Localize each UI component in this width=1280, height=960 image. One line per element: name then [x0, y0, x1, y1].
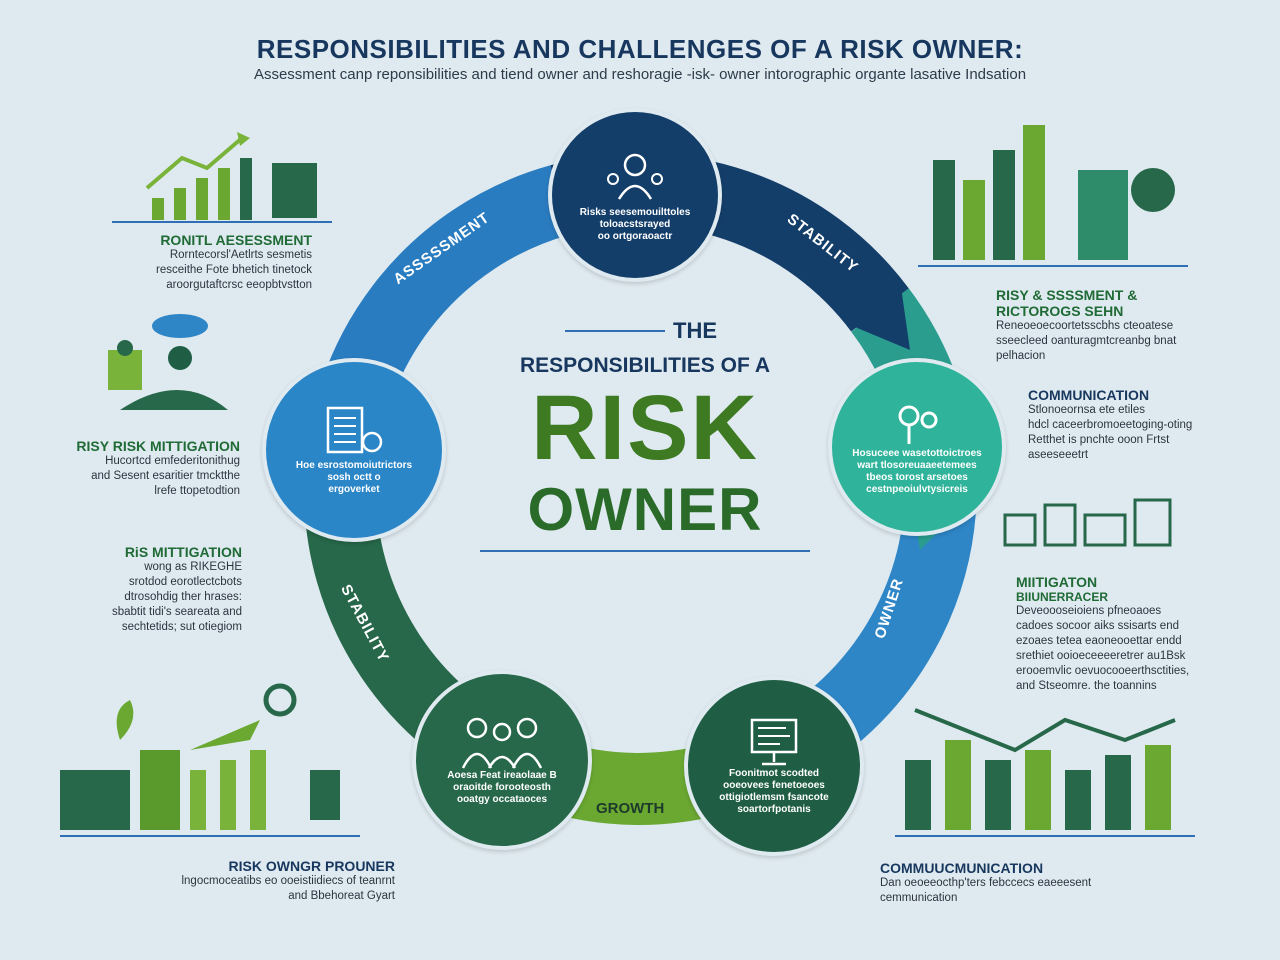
right-section-1-line-1: Reneoeoecoortetsscbhs cteoatese — [996, 320, 1174, 332]
left-section-1-line-3: aroorgutaftcrsc eeopbtvstton — [166, 279, 312, 291]
node-bottom-right-line-1: Foonitmot scodted — [729, 768, 819, 779]
right-section-1-title-2: RICTOROGS SEHN — [996, 303, 1124, 319]
people-icon — [607, 153, 663, 200]
node-right-line-2: wart tlosoreuaaeetemees — [857, 460, 977, 471]
node-left-line-1: Hoe esrostomoiutrictors — [295, 460, 413, 471]
node-top-line-3: oo ortgoraoactr — [597, 231, 673, 242]
right-section-3-line-4: srethiet ooioeceeeeretrer au1Bsk — [1016, 650, 1186, 662]
left-section-2-body: Hucortcd emfederitonithug and Sesent esa… — [76, 454, 240, 499]
right-section-4-line-1: Dan oeoeeocthp'ters febccecs eaeeesent — [880, 877, 1092, 889]
left-section-4-line-2: and Bbehoreat Gyart — [288, 890, 395, 902]
left-section-4-title: RISK OWNGR PROUNER — [228, 858, 395, 874]
left-section-3-title: RiS MITTIGATION — [124, 544, 242, 560]
left-section-3-line-3: dtrosohdig ther hrases: — [124, 591, 242, 603]
right-section-3-line-5: erooemvlic oevuocooeerthsctities, — [1016, 665, 1190, 677]
node-top-line-1: Risks seesemouilttoles — [579, 207, 691, 218]
left-section-4-body: lngocmoceatibs eo ooeistiidiecs of teanr… — [181, 874, 395, 904]
node-bottom-right: Foonitmot scodted ooeovees fenetoeoes ot… — [684, 676, 864, 856]
left-section-3-line-1: wong as RIKEGHE — [144, 561, 242, 573]
monitor-icon — [750, 718, 798, 766]
right-section-3-body: Deveoooseioiens pfneoaoes cadoes socoor … — [1016, 604, 1189, 694]
right-section-1-title: RISY & SSSSMENT & — [996, 287, 1138, 303]
right-section-1-line-3: pelhacion — [996, 350, 1046, 362]
left-section-2-line-3: lrefe ttopetodtion — [154, 485, 240, 497]
node-bottom-right-line-4: soartorfpotanis — [737, 804, 811, 815]
node-bottom-left-line-3: ooatgy occataoces — [456, 794, 548, 805]
city-icon — [1003, 498, 1172, 547]
node-top: Risks seesemouilttoles toloacstsrayed oo… — [548, 108, 722, 282]
center-responsibilities: RESPONSIBILITIES OF A — [519, 354, 771, 377]
bar-chart-icon — [918, 125, 1188, 267]
right-section-4: COMMUUCMUNICATION Dan oeoeeocthp'ters fe… — [880, 860, 1091, 906]
right-section-3-title-2: BIIUNERRACER — [1016, 590, 1109, 604]
page-subtitle: Assessment canp reponsibilities and tien… — [253, 66, 1027, 83]
right-section-4-body: Dan oeoeeocthp'ters febccecs eaeeesent c… — [880, 876, 1091, 906]
node-right-line-4: cestnpeoiulvtysicreis — [866, 484, 968, 495]
left-section-3-line-4: sbabtit tidi's seareata and — [111, 606, 242, 618]
right-section-3-line-6: and Stseomre. the toannins — [1016, 680, 1157, 692]
left-section-3-line-5: sechtetids; sut otiegiom — [121, 621, 242, 633]
center-title-block: THE RESPONSIBILITIES OF A RISK OWNER — [480, 318, 810, 552]
plant-icon — [60, 683, 360, 837]
left-section-2: RISY RISK MITTIGATION Hucortcd emfederit… — [76, 438, 240, 499]
calculator-icon — [326, 406, 383, 454]
left-section-3-body: wong as RIKEGHE srotdod eorotlectcbots d… — [112, 560, 242, 635]
left-section-3: RiS MITTIGATION wong as RIKEGHE srotdod … — [112, 544, 242, 635]
right-section-2: COMMUNICATION Stlonoeornsa ete etiles hd… — [1028, 387, 1192, 463]
right-section-3: MIITIGATON BIIUNERRACER Deveoooseioiens … — [1016, 574, 1189, 694]
left-section-1-line-2: resceithe Fote bhetich tinetock — [156, 264, 312, 276]
node-right-line-3: tbeos torost arsetoes — [866, 472, 968, 483]
trend-chart-icon — [895, 708, 1195, 837]
gear-icon — [898, 405, 938, 444]
left-section-1: RONITL AESESSMENT Rorntecorsl'Aetlrts se… — [156, 232, 312, 293]
node-top-line-2: toloacstsrayed — [599, 219, 671, 230]
left-section-1-body: Rorntecorsl'Aetlrts sesmetis resceithe F… — [156, 248, 312, 293]
left-section-2-line-1: Hucortcd emfederitonithug — [105, 455, 240, 467]
right-section-3-line-2: cadoes socoor aiks ssisarts end — [1016, 620, 1179, 632]
growth-chart-icon — [112, 132, 332, 223]
node-bottom-right-line-3: ottigiotlemsm fsancote — [719, 792, 829, 803]
right-section-2-title: COMMUNICATION — [1028, 387, 1150, 403]
left-section-2-title: RISY RISK MITTIGATION — [76, 438, 240, 454]
right-section-3-title: MIITIGATON — [1016, 574, 1098, 590]
page-title: RESPONSIBILITIES AND CHALLENGES OF A RIS… — [256, 34, 1024, 64]
left-section-1-line-1: Rorntecorsl'Aetlrts sesmetis — [169, 249, 312, 261]
left-section-3-line-2: srotdod eorotlectcbots — [128, 576, 242, 588]
node-left-line-2: sosh octt o — [327, 472, 381, 483]
left-section-4: RISK OWNGR PROUNER lngocmoceatibs eo ooe… — [181, 858, 395, 904]
center-rule-left — [565, 330, 665, 332]
right-section-1: RISY & SSSSMENT & RICTOROGS SEHN Reneoeo… — [996, 287, 1176, 364]
ring-arrow-2 — [850, 280, 910, 350]
left-section-4-line-1: lngocmoceatibs eo ooeistiidiecs of teanr… — [181, 875, 395, 887]
cloud-person-icon — [108, 314, 228, 410]
left-section-1-title: RONITL AESESSMENT — [160, 232, 312, 248]
right-section-2-line-2: hdcl caceerbromoeetoging-oting — [1028, 419, 1193, 431]
right-section-2-line-3: Retthet is pnchte ooon Frtst — [1028, 434, 1170, 446]
node-bottom-left: Aoesa Feat ireaolaae B oraoitde forooteo… — [412, 670, 592, 850]
right-section-2-line-4: aseeseeetrt — [1028, 449, 1089, 461]
node-right-line-1: Hosuceee wasetottoictroes — [852, 448, 982, 459]
ring-segment-owner — [806, 506, 976, 748]
center-owner: OWNER — [527, 476, 763, 543]
right-section-4-line-2: cemmunication — [880, 892, 958, 904]
right-section-1-line-2: sseecleed oanturagmtcreanbg bnat — [996, 335, 1177, 347]
right-section-3-line-1: Deveoooseioiens pfneoaoes — [1016, 605, 1162, 617]
ring-label-growth: GROWTH — [596, 800, 665, 817]
left-section-2-line-2: and Sesent esaritier tmcktthe — [91, 470, 240, 482]
node-left: Hoe esrostomoiutrictors sosh octt o ergo… — [262, 358, 446, 542]
team-icon — [461, 717, 543, 769]
node-left-line-3: ergoverket — [328, 484, 380, 495]
node-bottom-left-line-2: oraoitde forooteosth — [453, 782, 551, 793]
center-the: THE — [673, 318, 717, 343]
right-section-4-title: COMMUUCMUNICATION — [880, 860, 1044, 876]
right-section-2-body: Stlonoeornsa ete etiles hdcl caceerbromo… — [1028, 403, 1192, 463]
center-risk: RISK — [531, 377, 759, 479]
node-bottom-left-line-1: Aoesa Feat ireaolaae B — [447, 770, 557, 781]
right-section-3-line-3: ezoaes tetea eaoneooettar endd — [1016, 635, 1182, 647]
center-rule-bottom — [480, 550, 810, 552]
node-bottom-right-line-2: ooeovees fenetoeoes — [723, 780, 825, 791]
right-section-2-line-1: Stlonoeornsa ete etiles — [1028, 404, 1145, 416]
node-right: Hosuceee wasetottoictroes wart tlosoreua… — [828, 358, 1006, 536]
right-section-1-body: Reneoeoecoortetsscbhs cteoatese sseeclee… — [996, 319, 1176, 364]
